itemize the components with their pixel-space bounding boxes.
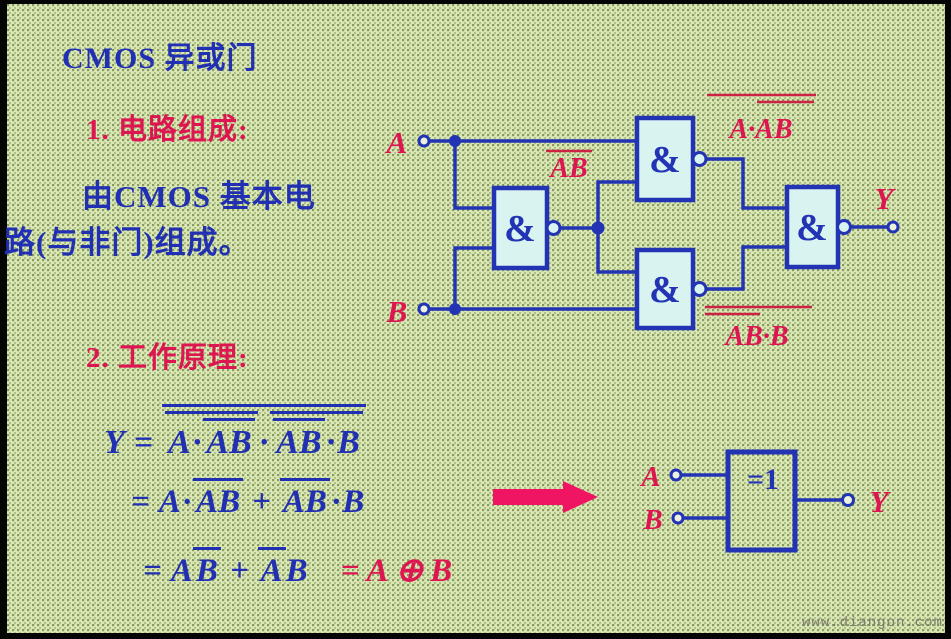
overline-group: A	[257, 547, 286, 589]
junction-dot-b	[449, 303, 461, 315]
xor-gate-box	[725, 449, 798, 553]
math-token: B	[342, 484, 365, 520]
label-xor-b: B	[642, 504, 662, 536]
signal-labels: A B Y AB A·AB AB·B A B Y	[385, 114, 897, 536]
equation-line-1: Y=A·AB·AB·B	[104, 404, 366, 461]
label-nand4-output: AB·B	[723, 321, 788, 352]
section1-heading: 1. 电路组成:	[86, 114, 249, 146]
math-token: =	[143, 553, 162, 589]
terminal-a	[417, 134, 431, 148]
terminal-xor-a	[669, 468, 683, 482]
circuit-wires	[429, 139, 888, 520]
xor-gate-label: =1	[747, 463, 779, 496]
math-token: Y	[104, 424, 125, 461]
math-token: B	[337, 424, 360, 461]
overline-group: AB	[203, 418, 255, 461]
bubble-nand1	[545, 220, 562, 236]
math-token: ·	[326, 424, 336, 461]
nand4-symbol: &	[649, 269, 681, 311]
label-xor-y: Y	[870, 484, 892, 519]
label-xor-a: A	[639, 461, 660, 493]
overline-group: AB·B	[270, 411, 363, 461]
math-token: =	[133, 424, 154, 461]
label-input-a: A	[385, 125, 408, 160]
wire-a-to-nand1	[453, 141, 494, 210]
terminal-b	[417, 302, 431, 316]
xor-result: =A⊕B	[334, 553, 453, 589]
junction-dot-a	[449, 135, 461, 147]
math-token: ·	[192, 424, 202, 461]
nand-gate-4	[634, 247, 696, 331]
math-token: =	[340, 553, 360, 589]
nand-gates	[491, 115, 841, 331]
section2-heading: 2. 工作原理:	[86, 342, 249, 374]
gate-symbols: & & & & =1	[504, 139, 828, 496]
math-token: ·	[182, 484, 192, 520]
label-nand1-output: AB	[548, 153, 587, 184]
terminal-xor-y	[841, 493, 855, 507]
math-token: =	[131, 484, 150, 520]
bubble-nand2	[691, 151, 708, 167]
nand-gate-1	[491, 185, 550, 271]
math-token: B	[430, 553, 453, 589]
label-nand2-output: A·AB	[727, 114, 792, 145]
input-terminals	[417, 134, 900, 525]
overline-group: AB	[273, 418, 325, 461]
junction-dot-mid	[591, 221, 605, 235]
terminal-y	[886, 220, 900, 234]
watermark: www.diangon.com	[801, 615, 943, 631]
bubble-nand4	[691, 281, 708, 297]
overline-group: AB	[193, 478, 244, 520]
nand-gate-3	[784, 184, 841, 270]
math-token: B	[285, 553, 308, 589]
equation-line-3: =AB+AB=A⊕B	[134, 547, 452, 589]
overline-group: A·AB·AB·B	[162, 404, 366, 461]
wire-b-to-nand1	[453, 246, 494, 309]
wire-nand4-to-nand3	[706, 245, 787, 291]
math-token: +	[252, 484, 271, 520]
math-token: A	[158, 484, 181, 520]
label-input-b: B	[386, 294, 408, 329]
nand2-symbol: &	[649, 139, 681, 181]
nand3-symbol: &	[796, 207, 828, 249]
wire-nand2-to-nand3	[706, 157, 787, 210]
intro-text-line2: 路(与非门)组成。	[4, 225, 251, 260]
wire-mid-to-nand2	[596, 180, 637, 228]
negation-overlines	[546, 93, 816, 316]
equation-line-2: =A·AB+AB·B	[122, 478, 364, 520]
math-token: ⊕	[395, 553, 424, 589]
math-token: A	[170, 553, 193, 589]
implies-arrow-icon	[493, 481, 598, 513]
overline-group: AB	[279, 478, 330, 520]
wire-mid-to-nand4	[596, 228, 637, 274]
math-token: ·	[331, 484, 341, 520]
nand-gate-2	[634, 115, 696, 203]
bubble-nand3	[836, 219, 852, 235]
math-token: ·	[259, 424, 269, 461]
terminal-xor-b	[671, 511, 685, 525]
label-output-y: Y	[875, 181, 897, 216]
page-title: CMOS 异或门	[62, 42, 258, 75]
slide-background	[7, 4, 945, 633]
overline-group: A·AB	[165, 411, 258, 461]
math-token: A	[168, 424, 191, 461]
intro-text-line1: 由CMOS 基本电	[82, 179, 316, 214]
math-token: +	[229, 553, 249, 589]
inversion-bubbles	[545, 151, 852, 297]
overline-group: B	[192, 547, 221, 589]
math-token: A	[366, 553, 389, 589]
junction-dots	[449, 135, 605, 315]
nand1-symbol: &	[504, 208, 536, 250]
